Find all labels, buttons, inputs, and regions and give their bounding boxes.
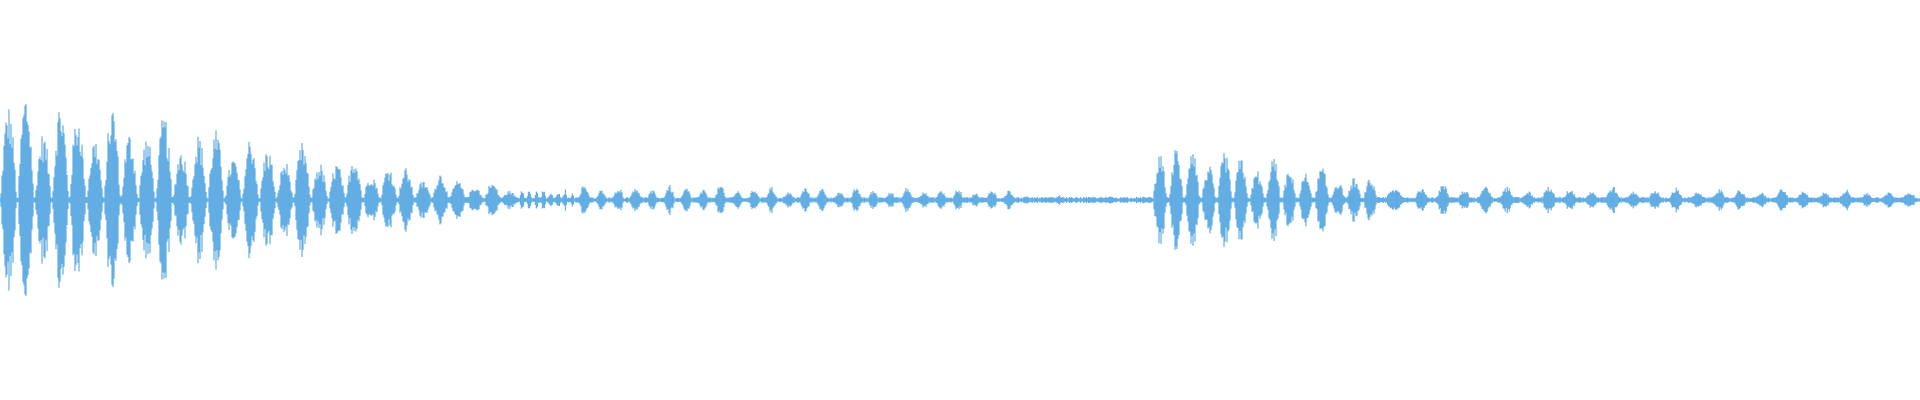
waveform-path xyxy=(0,104,1920,296)
